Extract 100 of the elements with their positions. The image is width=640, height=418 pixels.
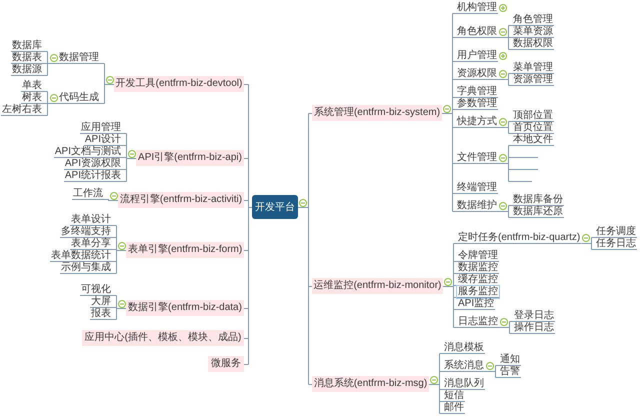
branch-line xyxy=(452,127,456,128)
branch-line xyxy=(122,133,127,134)
branch-line xyxy=(508,145,512,146)
subtopic: 代码生成 xyxy=(58,92,100,104)
branch-line xyxy=(104,199,118,201)
branch-line xyxy=(42,63,48,64)
branch-line xyxy=(508,25,512,26)
subtopic: 数据库备份 xyxy=(512,194,564,206)
branch-line xyxy=(244,364,249,365)
branch-line xyxy=(100,103,105,104)
subtopic: API设计 xyxy=(84,134,122,146)
branch-line xyxy=(509,321,514,322)
branch-line xyxy=(308,113,312,114)
subtopic: 菜单管理 xyxy=(512,62,554,74)
subtopic: 单表 xyxy=(21,80,43,92)
subtopic: 邮件 xyxy=(443,402,465,414)
subtopic: 首页位置 xyxy=(512,122,554,134)
branch-line xyxy=(452,109,456,110)
branch-line xyxy=(508,169,512,170)
subtopic: 系统消息 xyxy=(443,360,485,372)
subtopic: 左树右表 xyxy=(1,104,43,116)
branch-line xyxy=(508,157,512,158)
main-topic: 流程引擎(entfrm-biz-activiti) xyxy=(118,192,244,208)
subtopic: 任务日志 xyxy=(595,238,637,250)
branch-line xyxy=(453,309,458,310)
subtopic: 数据库还原 xyxy=(512,206,564,218)
subtopic: API资源权限 xyxy=(64,158,122,170)
subtopic: 数据源 xyxy=(11,64,43,76)
subtopic: 参数管理 xyxy=(456,98,498,110)
subtopic: 树表 xyxy=(21,92,43,104)
branch-line xyxy=(308,286,312,287)
branch-line xyxy=(112,295,117,296)
subtopic: 操作日志 xyxy=(513,322,555,334)
branch-line xyxy=(112,319,117,320)
blank-subtopic xyxy=(512,155,538,158)
branch-line xyxy=(580,237,592,250)
branch-line xyxy=(508,121,512,122)
subtopic: 工作流 xyxy=(72,188,104,200)
branch-line xyxy=(104,63,114,104)
branch-line xyxy=(112,273,117,274)
subtopic: 任务调度 xyxy=(595,226,637,238)
branch-line xyxy=(484,365,496,378)
branch-line xyxy=(495,365,500,366)
branch-line xyxy=(122,145,127,146)
subtopic: 资源管理 xyxy=(512,74,554,86)
central-topic: 开发平台 xyxy=(252,195,298,219)
subtopic: 数据监控 xyxy=(457,262,499,274)
subtopic: 数据表 xyxy=(11,52,43,64)
main-topic: 消息系统(entfrm-biz-msg) xyxy=(312,376,429,392)
subtopic: 示例与集成 xyxy=(60,262,112,274)
branch-line xyxy=(508,181,512,182)
branch-line xyxy=(498,205,509,218)
branch-line xyxy=(453,261,458,262)
branch-line xyxy=(452,37,456,38)
branch-line xyxy=(439,371,444,372)
branch-line xyxy=(591,237,596,238)
branch-line xyxy=(508,205,512,206)
subtopic: 终端管理 xyxy=(456,182,498,194)
branch-line xyxy=(452,79,456,80)
branch-line xyxy=(244,250,249,251)
subtopic: 顶部位置 xyxy=(512,110,554,122)
subtopic: 菜单资源 xyxy=(512,26,554,38)
branch-line xyxy=(308,384,312,385)
branch-line xyxy=(508,37,512,38)
subtopic: 角色权限 xyxy=(456,26,498,38)
subtopic: 本地文件 xyxy=(512,134,554,146)
subtopic: 缓存监控 xyxy=(457,274,499,286)
branch-line xyxy=(116,225,126,274)
subtopic: 数据权限 xyxy=(512,38,554,50)
subtopic: 通知 xyxy=(499,354,521,366)
branch-line xyxy=(428,353,440,414)
branch-line xyxy=(126,133,136,182)
branch-line xyxy=(453,243,458,244)
branch-line xyxy=(439,353,444,354)
branch-line xyxy=(442,13,453,212)
branch-line xyxy=(112,225,117,226)
main-topic: 运维监控(entfrm-biz-monitor) xyxy=(312,278,443,294)
subtopic: 定时任务(entfrm-biz-quartz) xyxy=(457,232,582,244)
branch-line xyxy=(508,85,512,86)
branch-line xyxy=(439,401,444,402)
main-topic: API引擎(entfrm-biz-api) xyxy=(136,150,244,166)
subtopic: 消息模板 xyxy=(443,342,485,354)
branch-line xyxy=(508,133,512,134)
branch-line xyxy=(112,237,117,238)
branch-line xyxy=(442,243,454,328)
branch-line xyxy=(591,249,596,250)
branch-line xyxy=(453,327,458,328)
branch-line xyxy=(452,193,456,194)
branch-line xyxy=(452,13,456,14)
branch-line xyxy=(439,389,444,390)
branch-line xyxy=(509,333,514,334)
main-topic: 表单引擎(entfrm-biz-form) xyxy=(126,242,244,258)
subtopic: 大屏 xyxy=(90,296,112,308)
branch-line xyxy=(244,338,249,339)
branch-line xyxy=(100,63,105,64)
branch-line xyxy=(452,97,456,98)
branch-line xyxy=(498,145,509,182)
branch-line xyxy=(498,121,509,134)
main-topic: 应用中心(插件、模板、模块、成品) xyxy=(82,330,244,346)
branch-line xyxy=(298,113,309,385)
